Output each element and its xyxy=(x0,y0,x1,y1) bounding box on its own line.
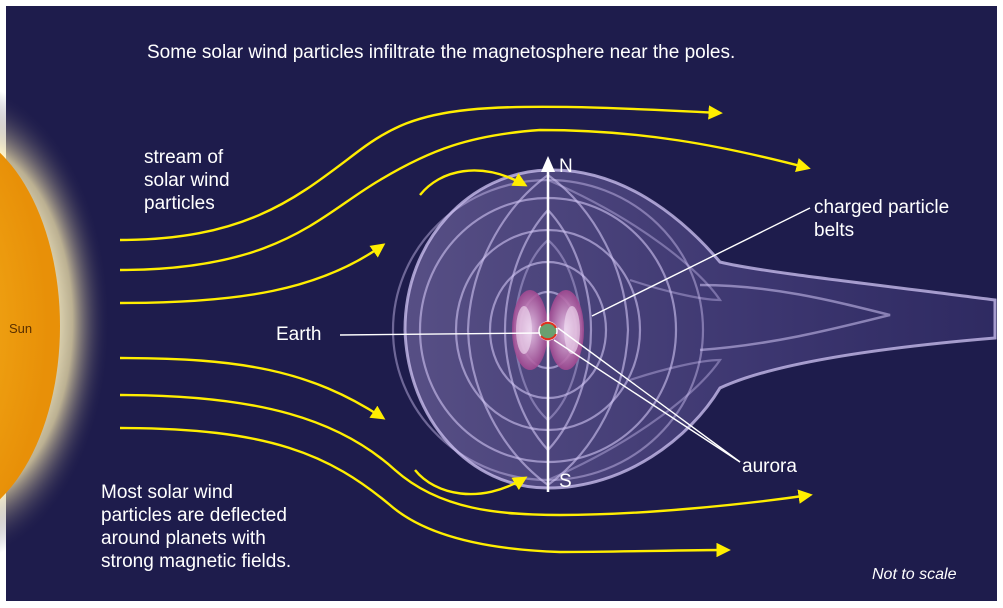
wind-stream-5 xyxy=(119,393,813,517)
aurora-leader-1 xyxy=(553,339,741,463)
heading-caption: Some solar wind particles infiltrate the… xyxy=(147,42,736,63)
sun-disk xyxy=(0,152,60,500)
wind-stream-6 xyxy=(119,426,731,558)
magnetotail-inner xyxy=(699,283,891,352)
magnetosphere xyxy=(391,156,997,492)
magnetosphere-outline xyxy=(403,168,997,490)
aurora-leader-2 xyxy=(557,327,741,463)
stream-label: stream of solar wind particles xyxy=(144,147,230,214)
wind-stream-4 xyxy=(119,356,386,420)
belts-label: charged particle belts xyxy=(814,197,950,241)
scale-note: Not to scale xyxy=(872,566,957,583)
belts-leader xyxy=(591,207,811,317)
south-label: S xyxy=(559,471,572,492)
solar-wind-streams xyxy=(119,105,813,558)
wind-stream-2 xyxy=(119,128,811,272)
wind-stream-3 xyxy=(119,243,386,305)
deflected-caption: Most solar wind particles are deflected … xyxy=(101,482,292,572)
earth xyxy=(538,321,558,341)
leader-lines xyxy=(339,207,811,463)
wind-stream-south-cusp xyxy=(414,469,528,496)
north-arrow-icon xyxy=(541,156,555,172)
earth-leader xyxy=(339,332,541,336)
earth-label: Earth xyxy=(276,324,322,345)
sun-label: Sun xyxy=(9,321,33,336)
aurora-label: aurora xyxy=(742,456,797,477)
north-label: N xyxy=(559,156,573,177)
wind-stream-north-cusp xyxy=(419,169,528,196)
sun xyxy=(0,90,110,554)
wind-stream-1 xyxy=(119,105,723,242)
